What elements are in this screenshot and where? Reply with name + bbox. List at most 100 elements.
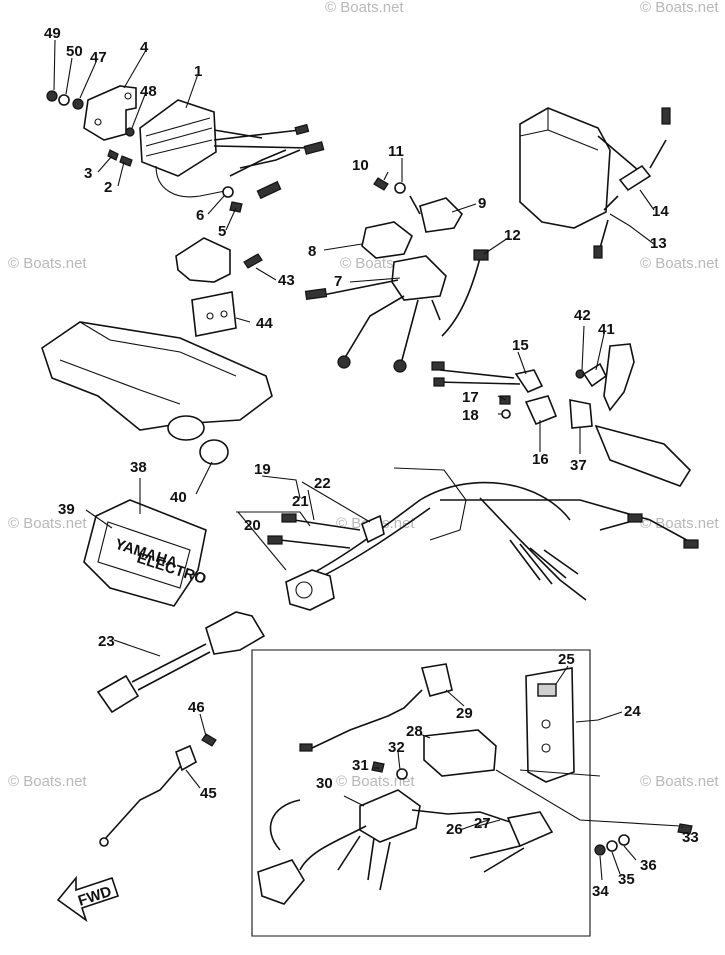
part-label-20: 20 xyxy=(244,517,261,534)
extension-cable xyxy=(96,611,266,714)
lever-arm-drawing xyxy=(603,343,635,412)
switch-26-drawing xyxy=(506,811,554,848)
cable-23-drawing xyxy=(131,643,207,683)
part-label-3: 3 xyxy=(84,165,92,182)
part-label-38: 38 xyxy=(130,459,147,476)
washer-36-drawing xyxy=(618,834,630,846)
part-label-41: 41 xyxy=(598,321,615,338)
part-label-34: 34 xyxy=(592,883,609,900)
lead-12-drawing xyxy=(441,257,481,337)
rectifier-regulator-assembly xyxy=(46,85,325,213)
top-right-cover xyxy=(519,107,671,259)
watermark-center-bottom: © Boats.net xyxy=(336,773,415,790)
washer-48-drawing xyxy=(125,127,135,137)
switch-30-drawing xyxy=(359,789,421,843)
part-label-12: 12 xyxy=(504,227,521,244)
switch-and-lever-assembly xyxy=(431,343,692,487)
connector-29-drawing xyxy=(420,663,453,697)
part-label-25: 25 xyxy=(558,651,575,668)
nut-49-drawing xyxy=(46,90,58,102)
part-label-6: 6 xyxy=(196,207,204,224)
part-label-11: 11 xyxy=(388,143,404,160)
part-label-50: 50 xyxy=(66,43,83,60)
part-label-4: 4 xyxy=(140,39,149,56)
part-label-40: 40 xyxy=(170,489,187,506)
watermark-top-center: © Boats.net xyxy=(325,0,404,16)
tiller-handle-drawing xyxy=(594,424,692,487)
ignition-coil-assembly xyxy=(304,177,489,373)
connector-20-drawing xyxy=(285,569,335,611)
plate-44-drawing xyxy=(191,291,237,337)
plug-23b-drawing xyxy=(205,611,266,655)
bolt-43-drawing xyxy=(243,253,263,269)
junction-box-39-cover-drawing xyxy=(97,521,191,589)
coil-bracket-8-drawing xyxy=(361,221,413,259)
remote-control-box xyxy=(251,649,693,937)
terminal-13a-drawing xyxy=(661,107,671,125)
part-label-42: 42 xyxy=(574,307,591,324)
part-label-29: 29 xyxy=(456,705,473,722)
watermark-right-top: © Boats.net xyxy=(640,255,719,272)
terminal-13b-drawing xyxy=(593,245,603,259)
junction-box-38-drawing xyxy=(83,499,207,607)
washer-18-drawing xyxy=(501,409,511,419)
part-label-10: 10 xyxy=(352,157,369,174)
part-label-31: 31 xyxy=(352,757,369,774)
part-label-46: 46 xyxy=(188,699,205,716)
part-label-7: 7 xyxy=(334,273,342,290)
part-label-15: 15 xyxy=(512,337,529,354)
part-label-19: 19 xyxy=(254,461,271,478)
part-labels: 49 50 47 4 1 48 3 2 6 5 10 11 9 8 7 12 1… xyxy=(44,25,699,900)
part-label-26: 26 xyxy=(446,821,463,838)
part-label-45: 45 xyxy=(200,785,217,802)
part-label-48: 48 xyxy=(140,83,157,100)
watermark-left-top: © Boats.net xyxy=(8,255,87,272)
part-label-22: 22 xyxy=(314,475,331,492)
bracket-43-drawing xyxy=(175,237,231,283)
washer-41-drawing xyxy=(582,362,608,388)
washer-6-drawing xyxy=(222,186,234,198)
main-harness xyxy=(267,467,699,611)
part-label-33: 33 xyxy=(682,829,699,846)
part-label-17: 17 xyxy=(462,389,479,406)
lanyard-assembly xyxy=(99,733,217,847)
box-frame xyxy=(251,649,591,937)
washer-32-drawing xyxy=(396,768,408,780)
part-label-47: 47 xyxy=(90,49,107,66)
switch-45-drawing xyxy=(175,744,197,772)
fwd-label: FWD xyxy=(76,883,114,910)
watermark-left-middle: © Boats.net xyxy=(8,515,87,532)
washer-47-drawing xyxy=(72,98,84,110)
bracket-16-drawing xyxy=(524,395,558,426)
clip-46-drawing xyxy=(201,733,217,747)
junction-box: YAMAHA ELECTRO xyxy=(83,499,208,607)
leader-lines xyxy=(53,39,683,881)
part-label-36: 36 xyxy=(640,857,657,874)
housing-drawing xyxy=(41,321,273,431)
part-label-27: 27 xyxy=(474,815,491,832)
watermark-left-bottom: © Boats.net xyxy=(8,773,87,790)
part-label-13: 13 xyxy=(650,235,667,252)
clamp-22-drawing xyxy=(361,514,385,544)
part-label-14: 14 xyxy=(652,203,669,220)
part-label-39: 39 xyxy=(58,501,75,518)
switch-15-drawing xyxy=(514,369,544,393)
part-label-16: 16 xyxy=(532,451,549,468)
part-label-21: 21 xyxy=(292,493,309,510)
washer-11-drawing xyxy=(394,182,406,194)
fwd-arrow-icon xyxy=(56,875,120,923)
grommet-40-drawing xyxy=(199,439,229,465)
part-label-44: 44 xyxy=(256,315,273,332)
regulator-1-drawing xyxy=(139,99,217,177)
label-25-drawing xyxy=(537,683,557,697)
plug-23a-drawing xyxy=(96,674,140,714)
bolt-5-drawing xyxy=(229,201,243,213)
part-label-30: 30 xyxy=(316,775,333,792)
washer-50-drawing xyxy=(58,94,70,106)
part-label-2: 2 xyxy=(104,179,112,196)
part-label-35: 35 xyxy=(618,871,635,888)
part-label-8: 8 xyxy=(308,243,316,260)
part-label-23: 23 xyxy=(98,633,115,650)
bolt-31-drawing xyxy=(371,761,385,773)
